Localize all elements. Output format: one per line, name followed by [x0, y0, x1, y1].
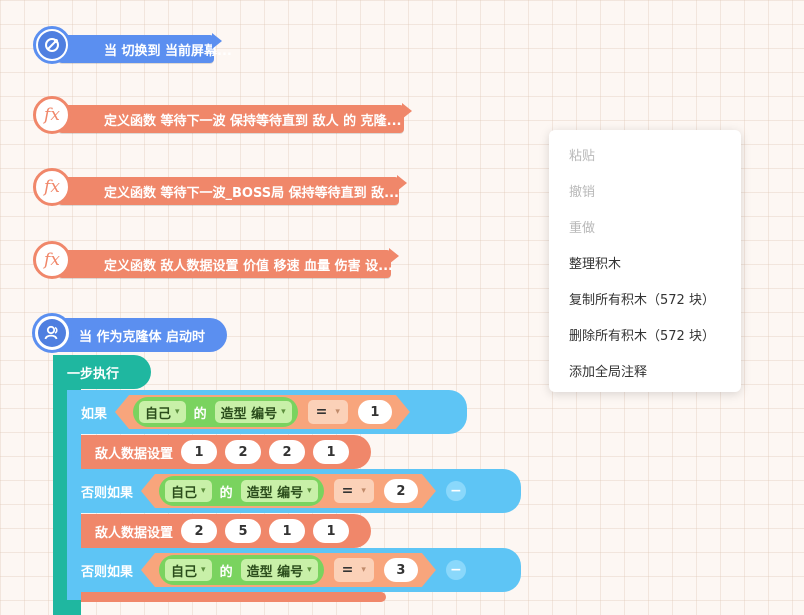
arg-input[interactable]: 2 [269, 440, 306, 464]
chevron-down-icon: ▾ [307, 486, 312, 496]
fx-icon: fx [33, 96, 71, 134]
chevron-down-icon: ▾ [361, 565, 366, 575]
arg-input[interactable]: 1 [313, 440, 350, 464]
arg-input[interactable]: 5 [225, 519, 262, 543]
property-dropdown[interactable]: 造型 编号▾ [241, 480, 318, 502]
menu-item-add-comment[interactable]: 添加全局注释 [569, 364, 648, 380]
operator-dropdown[interactable]: =▾ [308, 400, 348, 424]
operator-dropdown[interactable]: =▾ [334, 479, 374, 503]
menu-item-delete-all[interactable]: 删除所有积木（572 块） [569, 328, 715, 344]
chevron-down-icon: ▾ [281, 407, 286, 417]
arg-input[interactable]: 1 [269, 519, 306, 543]
self-dropdown[interactable]: 自己▾ [139, 401, 186, 423]
chevron-down-icon: ▾ [201, 565, 206, 575]
event-hat-label: 当 切换到 当前屏幕... [104, 43, 232, 59]
compare-operator-block[interactable]: 自己▾ 的 造型 编号▾ =▾ 3 [141, 553, 436, 587]
chevron-down-icon: ▾ [175, 407, 180, 417]
event-hat-icon-wrap [33, 26, 71, 64]
property-dropdown[interactable]: 造型 编号▾ [215, 401, 292, 423]
stmt-label: 敌人数据设置 [95, 525, 174, 541]
function-def-label: 定义函数 敌人数据设置 价值 移速 血量 伤害 设... [104, 258, 393, 274]
compare-operator-block[interactable]: 自己▾ 的 造型 编号▾ =▾ 1 [115, 395, 410, 429]
enemy-data-call-block[interactable]: 敌人数据设置 1 2 2 1 [81, 435, 371, 469]
clone-users-icon [44, 325, 58, 340]
else-if-keyword: 否则如果 [81, 485, 134, 501]
remove-branch-icon[interactable]: − [445, 481, 466, 501]
chevron-down-icon: ▾ [335, 407, 340, 417]
menu-item-paste[interactable]: 粘贴 [569, 148, 596, 164]
clone-hat-label: 当 作为克隆体 启动时 [79, 329, 206, 345]
operator-dropdown[interactable]: =▾ [334, 558, 374, 582]
partial-call-block[interactable] [81, 592, 386, 602]
chevron-down-icon: ▾ [201, 486, 206, 496]
remove-branch-icon[interactable]: − [445, 560, 466, 580]
context-menu: 粘贴 撤销 重做 整理积木 复制所有积木（572 块） 删除所有积木（572 块… [549, 130, 741, 392]
sequence-label: 一步执行 [67, 366, 120, 382]
menu-item-tidy-blocks[interactable]: 整理积木 [569, 256, 622, 272]
self-dropdown[interactable]: 自己▾ [165, 559, 212, 581]
menu-item-duplicate-all[interactable]: 复制所有积木（572 块） [569, 292, 715, 308]
function-def-block-wait-wave[interactable]: 定义函数 等待下一波 保持等待直到 敌人 的 克隆... [58, 103, 412, 133]
arg-input[interactable]: 2 [181, 519, 218, 543]
function-def-block-wait-wave-boss[interactable]: 定义函数 等待下一波_BOSS局 保持等待直到 敌... [58, 175, 407, 205]
if-branch-1[interactable]: 如果 自己▾ 的 造型 编号▾ =▾ 1 [67, 390, 467, 434]
enemy-data-call-block[interactable]: 敌人数据设置 2 5 1 1 [81, 514, 371, 548]
sequence-block[interactable]: 一步执行 [53, 355, 151, 389]
function-def-label: 定义函数 等待下一波 保持等待直到 敌人 的 克隆... [104, 113, 402, 129]
fx-icon: fx [33, 241, 71, 279]
self-dropdown[interactable]: 自己▾ [165, 480, 212, 502]
property-dropdown[interactable]: 造型 编号▾ [241, 559, 318, 581]
property-of-block[interactable]: 自己▾ 的 造型 编号▾ [133, 397, 298, 427]
arg-input[interactable]: 1 [313, 519, 350, 543]
satellite-icon [45, 38, 59, 52]
if-keyword: 如果 [81, 406, 108, 422]
property-of-block[interactable]: 自己▾ 的 造型 编号▾ [159, 476, 324, 506]
function-def-label: 定义函数 等待下一波_BOSS局 保持等待直到 敌... [104, 185, 399, 201]
chevron-down-icon: ▾ [361, 486, 366, 496]
else-if-keyword: 否则如果 [81, 564, 134, 580]
value-input[interactable]: 3 [384, 558, 418, 582]
else-if-branch-2[interactable]: 否则如果 自己▾ 的 造型 编号▾ =▾ 2 − [67, 469, 521, 513]
menu-item-redo[interactable]: 重做 [569, 220, 596, 236]
arg-input[interactable]: 2 [225, 440, 262, 464]
stmt-label: 敌人数据设置 [95, 446, 174, 462]
compare-operator-block[interactable]: 自己▾ 的 造型 编号▾ =▾ 2 [141, 474, 436, 508]
arg-input[interactable]: 1 [181, 440, 218, 464]
chevron-down-icon: ▾ [307, 565, 312, 575]
value-input[interactable]: 1 [358, 400, 392, 424]
menu-item-undo[interactable]: 撤销 [569, 184, 596, 200]
clone-hat-icon-wrap [32, 313, 72, 353]
value-input[interactable]: 2 [384, 479, 418, 503]
else-if-branch-3[interactable]: 否则如果 自己▾ 的 造型 编号▾ =▾ 3 − [67, 548, 521, 592]
fx-icon: fx [33, 168, 71, 206]
property-of-block[interactable]: 自己▾ 的 造型 编号▾ [159, 555, 324, 585]
function-def-block-enemy-data[interactable]: 定义函数 敌人数据设置 价值 移速 血量 伤害 设... [58, 248, 399, 278]
event-hat-block[interactable]: 当 切换到 当前屏幕... [58, 33, 232, 63]
